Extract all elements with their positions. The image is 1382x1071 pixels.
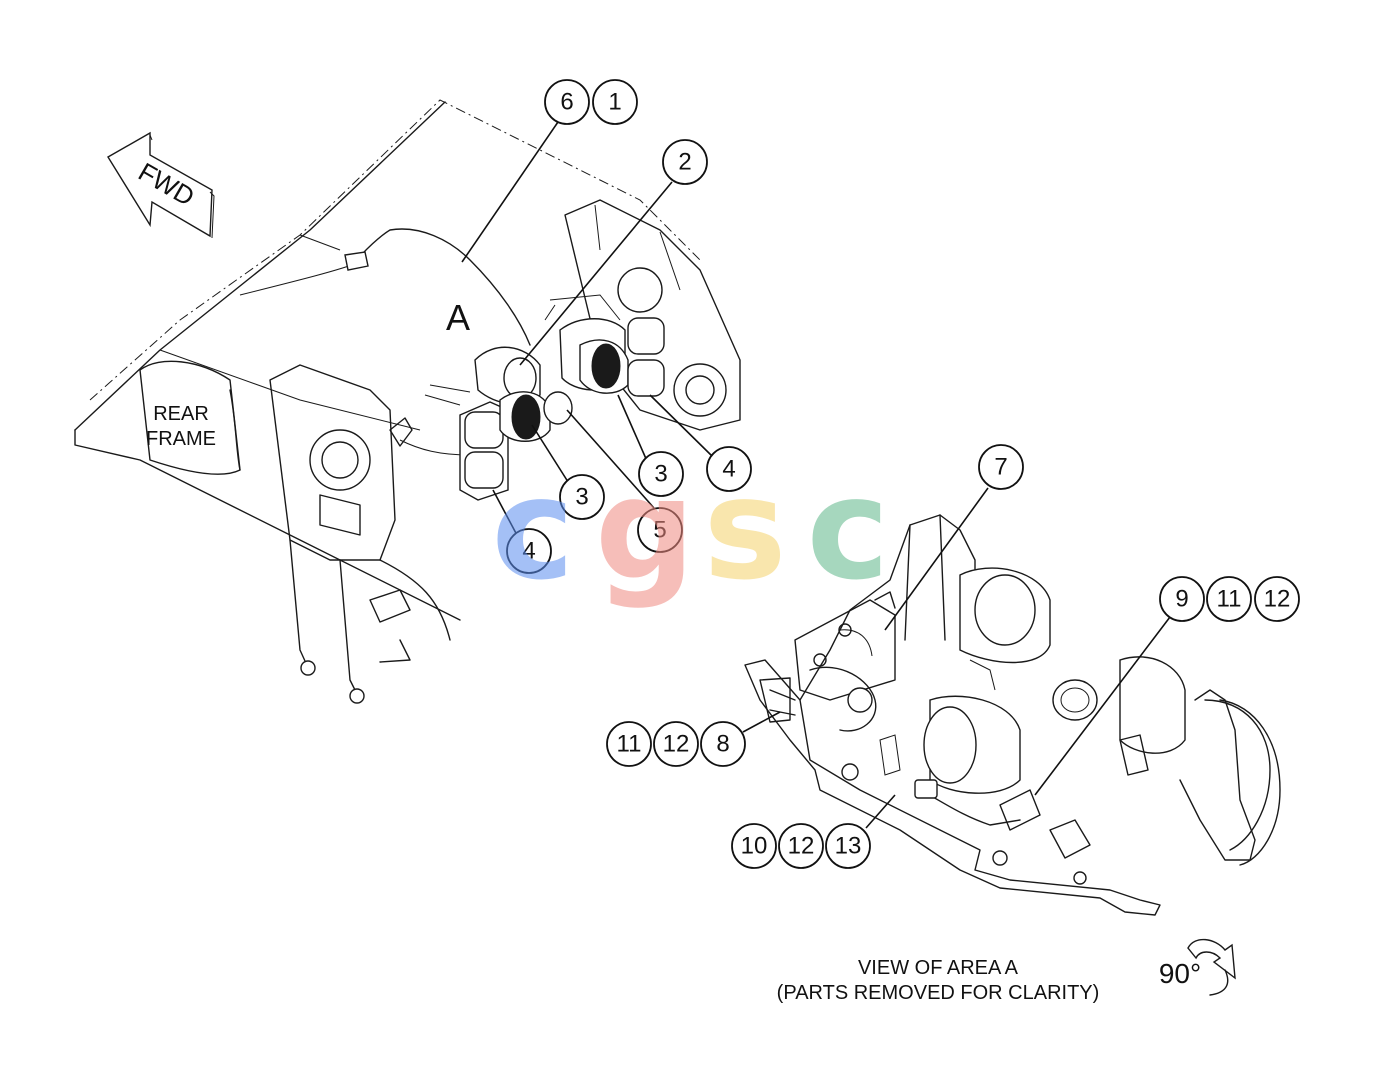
callout-9: 9: [1159, 576, 1205, 622]
svg-text:7: 7: [994, 454, 1007, 481]
view-caption-line1: VIEW OF AREA A: [858, 957, 1019, 979]
callout-11: 11: [606, 721, 652, 767]
svg-text:6: 6: [560, 89, 573, 116]
fwd-arrow: FWD: [107, 131, 215, 239]
leader-lines: [461, 121, 1171, 829]
callout-3: 3: [638, 451, 684, 497]
callout-10: 10: [731, 823, 777, 869]
watermark-letter-2: g: [595, 449, 695, 612]
watermark-letter-4: c: [807, 449, 890, 612]
rear-frame-label-line2: FRAME: [146, 428, 216, 450]
rear-frame-label-line1: REAR: [153, 403, 209, 425]
svg-text:11: 11: [617, 731, 642, 758]
svg-text:12: 12: [663, 731, 690, 758]
svg-text:4: 4: [522, 538, 535, 565]
callout-5: 5: [637, 507, 683, 553]
svg-text:12: 12: [788, 833, 815, 860]
callout-3: 3: [559, 474, 605, 520]
callout-12: 12: [778, 823, 824, 869]
svg-text:3: 3: [654, 461, 667, 488]
rear-frame-drawing: [74, 99, 741, 704]
watermark-letter-1: c: [492, 449, 575, 612]
callout-8: 8: [700, 721, 746, 767]
area-a-label: A: [446, 297, 470, 338]
watermark-letter-3: s: [703, 449, 786, 612]
svg-text:10: 10: [741, 833, 768, 860]
callout-12: 12: [653, 721, 699, 767]
callout-11: 11: [1206, 576, 1252, 622]
svg-text:11: 11: [1217, 586, 1242, 613]
svg-text:13: 13: [835, 833, 862, 860]
svg-text:4: 4: [722, 456, 735, 483]
callout-13: 13: [825, 823, 871, 869]
callout-7: 7: [978, 444, 1024, 490]
callout-4: 4: [706, 446, 752, 492]
area-a-detail-drawing: [744, 514, 1281, 916]
callout-12: 12: [1254, 576, 1300, 622]
svg-text:12: 12: [1264, 586, 1291, 613]
svg-text:3: 3: [575, 484, 588, 511]
view-caption-line2: (PARTS REMOVED FOR CLARITY): [777, 982, 1100, 1004]
callout-1: 1: [592, 79, 638, 125]
callout-2: 2: [662, 139, 708, 185]
svg-text:8: 8: [716, 731, 729, 758]
svg-text:9: 9: [1175, 586, 1188, 613]
rotation-indicator: 90°: [1159, 938, 1236, 996]
callout-4: 4: [506, 528, 552, 574]
callout-6: 6: [544, 79, 590, 125]
watermark-logo: c g s c: [492, 449, 890, 612]
rotation-label: 90°: [1159, 958, 1201, 989]
svg-text:2: 2: [678, 149, 691, 176]
svg-text:1: 1: [608, 89, 621, 116]
svg-text:5: 5: [653, 517, 666, 544]
callouts: 6 1 2 3 4 3 5 4 7 9 11 12 11 12 8 10 12 …: [506, 79, 1300, 869]
